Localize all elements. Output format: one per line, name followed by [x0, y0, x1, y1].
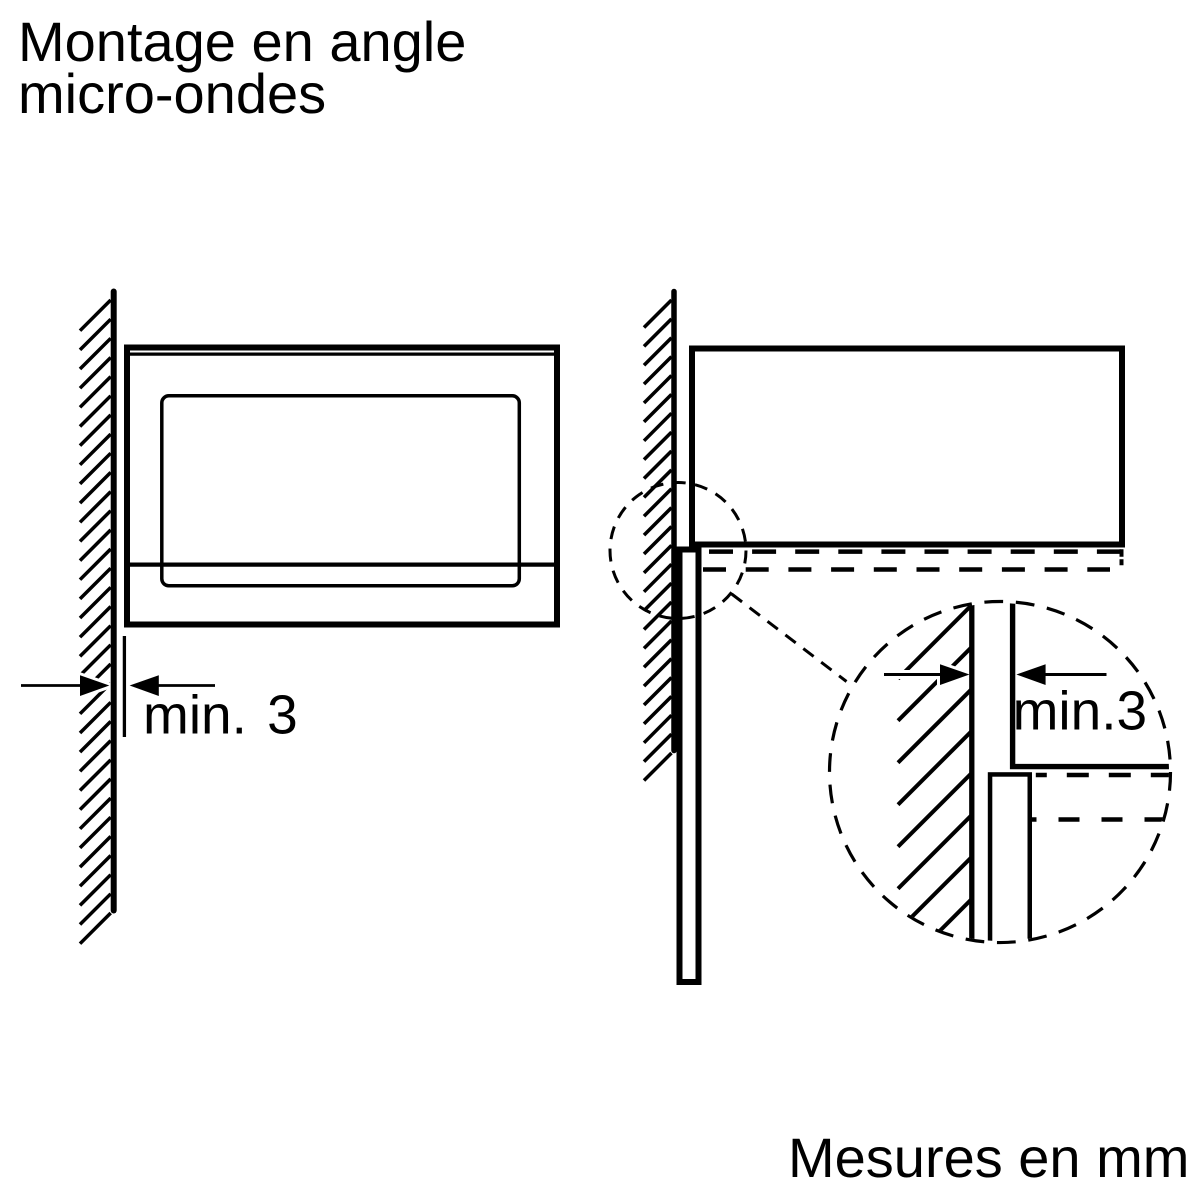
svg-text:micro-ondes: micro-ondes: [18, 62, 326, 125]
svg-text:Mesures en mm: Mesures en mm: [788, 1126, 1189, 1189]
svg-text:Montage en angle: Montage en angle: [18, 10, 466, 73]
svg-text:min.3: min.3: [1013, 680, 1148, 742]
svg-text:min. 3: min. 3: [143, 684, 298, 746]
